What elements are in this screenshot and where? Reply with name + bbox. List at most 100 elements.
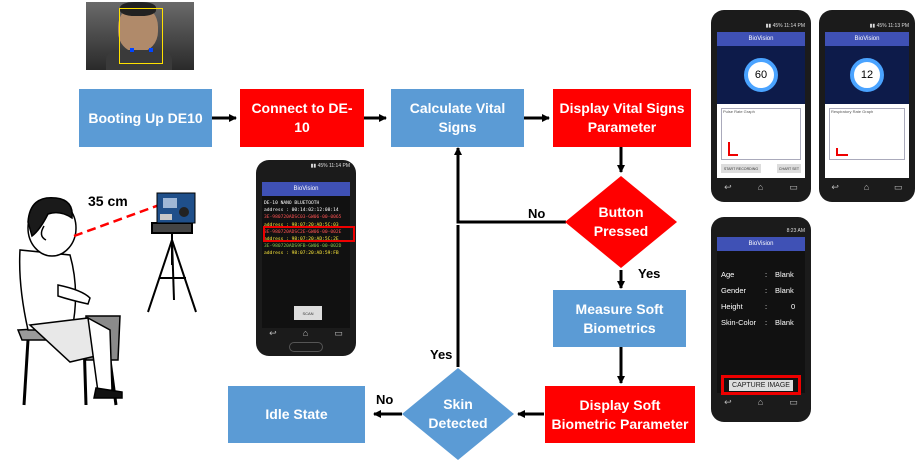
home-icon[interactable]: ⌂ [302, 328, 309, 338]
connect-label: Connect to DE-10 [251, 100, 353, 135]
hr-graph-baseline [728, 154, 738, 156]
start-recording-button[interactable]: START RECORDING [721, 164, 761, 173]
laser-line [73, 202, 163, 238]
button-label-1: Button [598, 204, 644, 220]
bt-line[interactable]: 3E-980720ADSC03-GW06-00-0065 [264, 215, 342, 221]
idle-label: Idle State [265, 406, 328, 422]
face-capture-image [86, 2, 194, 70]
bt-line[interactable]: address : 98:07:20:AD:59:FB [264, 251, 339, 257]
rr-app-title: BioVision [854, 36, 880, 42]
connect-box: Connect to DE-10 [240, 89, 364, 147]
hr-gauge: 60 [744, 58, 778, 92]
bt-home-button[interactable] [289, 342, 323, 352]
phone-resp-rate: ▮▮ 45% 11:13 PM BioVision 12 Respiratory… [819, 10, 915, 202]
button-pressed-text: Button Pressed [571, 203, 671, 241]
rr-screen: BioVision 12 Respiratory Rate Graph [825, 32, 909, 178]
soft-app-bar: BioVision [717, 237, 805, 251]
measure-label-2: Biometrics [583, 319, 656, 336]
soft-row: Skin-Color: Blank [721, 315, 803, 331]
display-soft-box: Display Soft Biometric Parameter [545, 386, 695, 443]
hr-gauge-panel: 60 [717, 46, 805, 104]
soft-row: Gender:Blank [721, 283, 803, 299]
skin-detected-text: Skin Detected [408, 395, 508, 433]
bt-line[interactable]: 3E-980720ADS9FB-GW06-00-002D [264, 244, 342, 250]
hr-nav-bar: ↩ ⌂ ▭ [711, 180, 811, 194]
display-vital-label-1: Display Vital Signs [559, 100, 685, 116]
edge-label-yes-button: Yes [638, 266, 661, 281]
soft-row-label: Age [721, 270, 735, 279]
rr-graph-line [836, 148, 838, 156]
display-vital-box: Display Vital Signs Parameter [553, 89, 691, 147]
soft-row-value: 0 [791, 302, 796, 311]
home-icon[interactable]: ⌂ [757, 397, 764, 407]
idle-box: Idle State [228, 386, 365, 443]
soft-row-value: Blank [775, 270, 794, 279]
measure-label-1: Measure Soft [575, 300, 664, 317]
button-label-2: Pressed [593, 223, 649, 239]
bt-app-title: BioVision [293, 186, 319, 192]
calculate-box: Calculate Vital Signs [391, 89, 524, 147]
soft-status-time: 8:23 AM [786, 228, 805, 234]
rr-app-bar: BioVision [825, 32, 909, 46]
rr-nav-bar: ↩ ⌂ ▭ [819, 180, 915, 194]
booting-label: Booting Up DE10 [88, 109, 203, 126]
bt-line[interactable]: address : 98:07:20:AD:5C:2E [264, 237, 339, 243]
display-soft-label-1: Display Soft [579, 396, 661, 413]
soft-row: Height:0 [721, 299, 803, 315]
soft-nav-bar: ↩ ⌂ ▭ [711, 395, 811, 409]
recents-icon[interactable]: ▭ [789, 181, 798, 192]
calculate-label-1: Calculate Vital [409, 100, 506, 116]
rr-gauge: 12 [850, 58, 884, 92]
calculate-label-2: Signs [438, 119, 477, 135]
soft-colon: : [765, 302, 768, 311]
hr-app-title: BioVision [748, 36, 774, 42]
landmark-left [130, 48, 134, 52]
soft-row-label: Skin-Color [721, 318, 757, 327]
back-icon[interactable]: ↩ [724, 181, 732, 192]
bt-line[interactable]: 3E-980720ADSC2E-GW06-00-002E [264, 229, 342, 235]
back-icon[interactable]: ↩ [269, 327, 277, 338]
soft-row-value: Blank [775, 318, 794, 327]
skin-detected-diamond [402, 368, 514, 460]
edge-label-no-button: No [528, 206, 546, 221]
person-illustration [18, 196, 123, 399]
display-soft-label-2: Biometric Parameter [551, 415, 689, 432]
recents-icon[interactable]: ▭ [334, 327, 343, 338]
bt-screen: BioVision DE-10 NANO BLUETOOTH address :… [262, 182, 355, 328]
back-icon[interactable]: ↩ [831, 181, 839, 192]
bt-status-bar: ▮▮ 45% 11:14 PM [310, 163, 350, 169]
rr-graph-label: Respiratory Rate Graph [831, 109, 874, 114]
bt-app-bar: BioVision [262, 182, 350, 196]
face-detection-box [119, 8, 163, 64]
scan-button[interactable]: SCAN [294, 306, 322, 320]
chart-set-button[interactable]: CHART SET [777, 164, 801, 173]
home-icon[interactable]: ⌂ [863, 182, 870, 192]
rr-graph: Respiratory Rate Graph [829, 108, 905, 160]
hr-app-bar: BioVision [717, 32, 805, 46]
back-icon[interactable]: ↩ [724, 396, 732, 407]
button-pressed-diamond [565, 176, 677, 268]
recents-icon[interactable]: ▭ [789, 396, 798, 407]
skin-label-2: Detected [428, 415, 488, 431]
recents-icon[interactable]: ▭ [894, 181, 903, 192]
soft-screen: BioVision Age:Blank Gender:Blank Height:… [717, 237, 805, 395]
shoulders-shape [106, 50, 172, 70]
bt-device-list: DE-10 NANO BLUETOOTH address : 00:14:02:… [264, 200, 348, 258]
home-icon[interactable]: ⌂ [757, 182, 764, 192]
soft-colon: : [765, 286, 768, 295]
phone-bluetooth: ▮▮ 45% 11:14 PM BioVision DE-10 NANO BLU… [256, 160, 356, 356]
display-vital-label-2: Parameter [587, 119, 657, 135]
bt-line[interactable]: address : 98:07:20:AD:5C:03 [264, 222, 339, 228]
capture-image-button[interactable]: CAPTURE IMAGE [729, 379, 793, 391]
booting-box: Booting Up DE10 [79, 89, 212, 147]
distance-label: 35 cm [88, 193, 128, 209]
bt-line[interactable]: DE-10 NANO BLUETOOTH [264, 201, 320, 206]
hr-screen: BioVision 60 Pulse Rate Graph START RECO… [717, 32, 805, 178]
bt-line[interactable]: address : 00:14:02:12:08:14 [264, 208, 339, 214]
hr-graph: Pulse Rate Graph [721, 108, 801, 160]
soft-colon: : [765, 318, 768, 327]
hr-status-bar: ▮▮ 45% 11:14 PM [765, 23, 805, 29]
